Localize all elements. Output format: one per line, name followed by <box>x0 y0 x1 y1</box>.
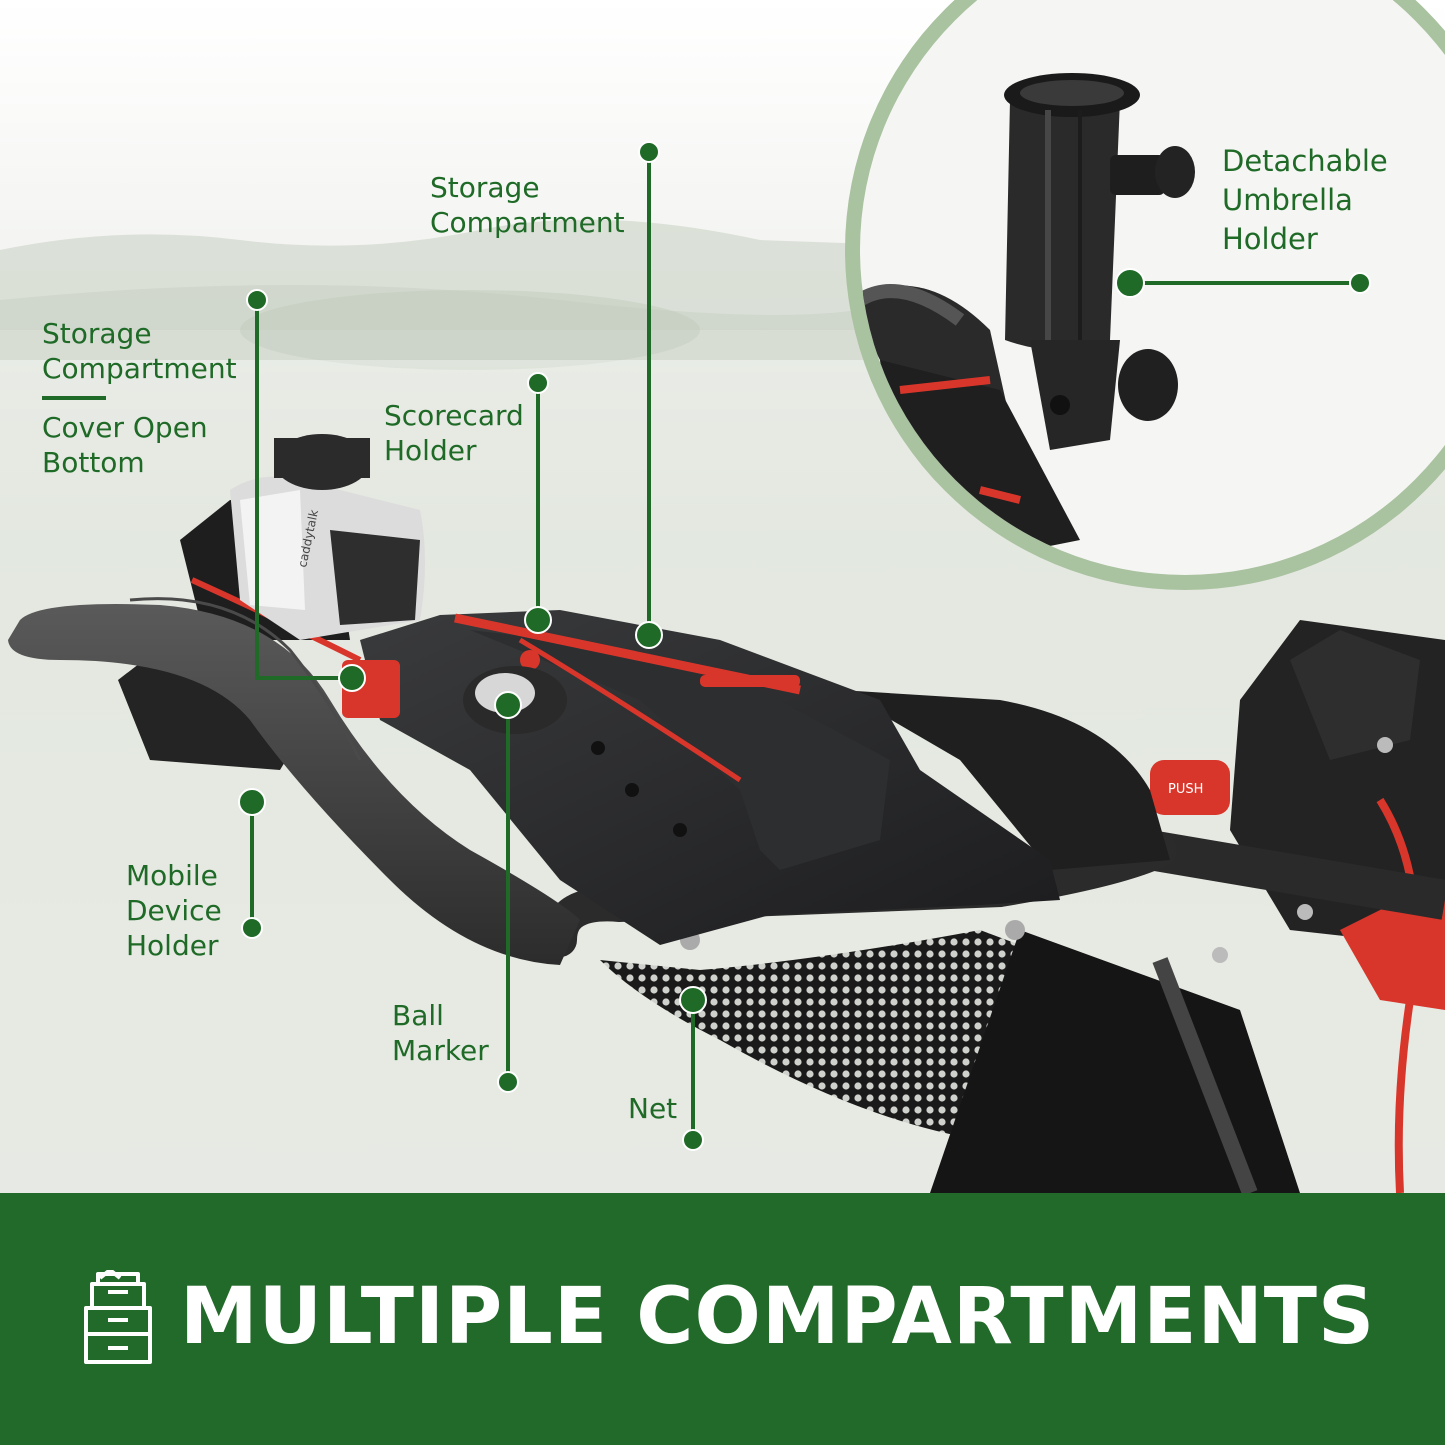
callout-line: Holder <box>1222 222 1318 256</box>
title-banner <box>0 1193 1445 1445</box>
drawer-cabinet-icon <box>84 1270 152 1364</box>
callout-line: Holder <box>126 929 219 962</box>
callout-line: Storage <box>42 317 152 350</box>
callout-storage-compartment-cover: Storage Compartment <box>42 316 237 386</box>
callout-line: Compartment <box>430 206 625 239</box>
callout-umbrella-holder: Detachable Umbrella Holder <box>1222 142 1388 259</box>
callout-line: Scorecard <box>384 399 524 432</box>
callout-line: Cover Open <box>42 411 208 444</box>
svg-text:PUSH: PUSH <box>1168 782 1203 797</box>
callout-line: Umbrella <box>1222 183 1353 217</box>
product-photo: PUSH caddytalk <box>0 0 1445 1193</box>
callout-line: Marker <box>392 1034 489 1067</box>
callout-line: Ball <box>392 999 444 1032</box>
callout-line: Storage <box>430 171 540 204</box>
callout-line: Bottom <box>42 446 145 479</box>
callout-ball-marker: Ball Marker <box>392 998 489 1068</box>
callout-scorecard-holder: Scorecard Holder <box>384 398 524 468</box>
callout-line: Mobile <box>126 859 218 892</box>
callout-line: Holder <box>384 434 477 467</box>
callout-line: Compartment <box>42 352 237 385</box>
banner-title: MULTIPLE COMPARTMENTS <box>180 1272 1376 1362</box>
callout-storage-compartment-top: Storage Compartment <box>430 170 625 240</box>
callout-net: Net <box>628 1091 677 1126</box>
callout-cover-open-bottom: Cover Open Bottom <box>42 410 208 480</box>
callout-mobile-device-holder: Mobile Device Holder <box>126 858 222 963</box>
callout-line: Detachable <box>1222 144 1388 178</box>
callout-line: Net <box>628 1092 678 1125</box>
callout-line: Device <box>126 894 222 927</box>
